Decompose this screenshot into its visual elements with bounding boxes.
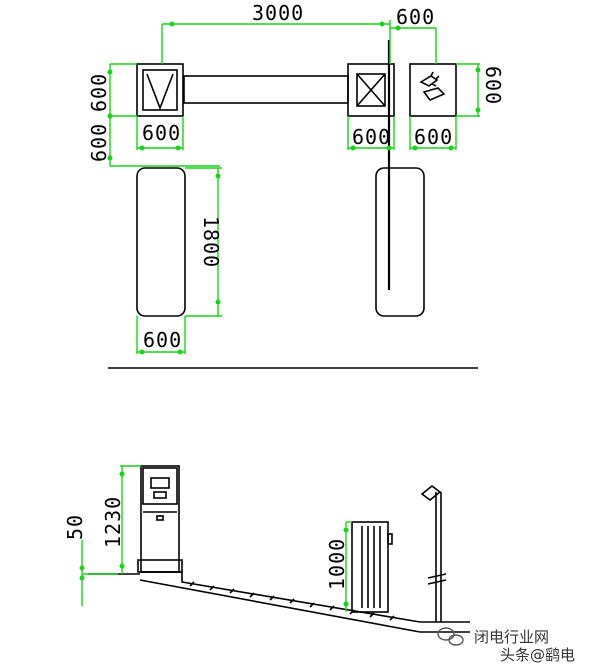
- ramp-base: [139, 579, 470, 633]
- v-symbol-icon: [146, 73, 174, 111]
- dim-kiosk-height: 1230: [101, 496, 125, 548]
- watermark-text: 头条@鹞电: [500, 646, 575, 664]
- camera-head-icon: [420, 484, 442, 502]
- kiosk-card-reader: [156, 515, 164, 521]
- dim-box-middle: 600: [352, 125, 391, 149]
- cross-line-b: [356, 73, 386, 107]
- pole-bracket: [427, 573, 447, 585]
- dim-barrier-height: 1000: [325, 538, 349, 590]
- middle-box-inner: [356, 73, 386, 107]
- dim-island-length: 1800: [199, 216, 223, 268]
- dim-left-bottom: 600: [87, 123, 111, 162]
- dim-right: 600: [481, 66, 505, 105]
- kiosk-screen: [150, 477, 170, 489]
- barrier-hinge: [387, 533, 393, 545]
- barrier-cabinet-fins: [361, 526, 381, 608]
- right-island: [375, 167, 425, 317]
- dim-top-right: 600: [396, 5, 435, 29]
- kiosk-head: [142, 467, 178, 505]
- barrier-cabinet: [351, 521, 389, 613]
- canopy-beam: [183, 75, 349, 104]
- dim-span: 3000: [252, 1, 304, 25]
- right-box: [409, 63, 457, 117]
- side-dimensions: 50 1230 1000: [63, 465, 352, 612]
- middle-box: [347, 63, 395, 117]
- side-elevation: [88, 465, 470, 633]
- dim-side-offset: 50: [63, 514, 87, 540]
- camera-icon: [419, 71, 446, 101]
- watermark-site: 闭电行业网: [474, 628, 549, 646]
- plan-view: [108, 40, 478, 369]
- dim-box-right: 600: [414, 125, 453, 149]
- kiosk-body: [140, 465, 180, 573]
- dim-island-width: 600: [143, 328, 182, 352]
- plan-dimensions: 3000 600 600 600 600 600 600 600: [87, 1, 505, 355]
- wechat-icon: [437, 627, 464, 646]
- left-box: [136, 63, 184, 117]
- kiosk-base: [137, 559, 183, 573]
- watermark: 闭电行业网 头条@鹞电: [437, 627, 575, 664]
- kiosk-slot: [153, 491, 167, 499]
- ramp-surface: [140, 571, 470, 623]
- left-island: [136, 167, 186, 317]
- dim-left-top: 600: [87, 73, 111, 112]
- dim-box-left: 600: [142, 121, 181, 145]
